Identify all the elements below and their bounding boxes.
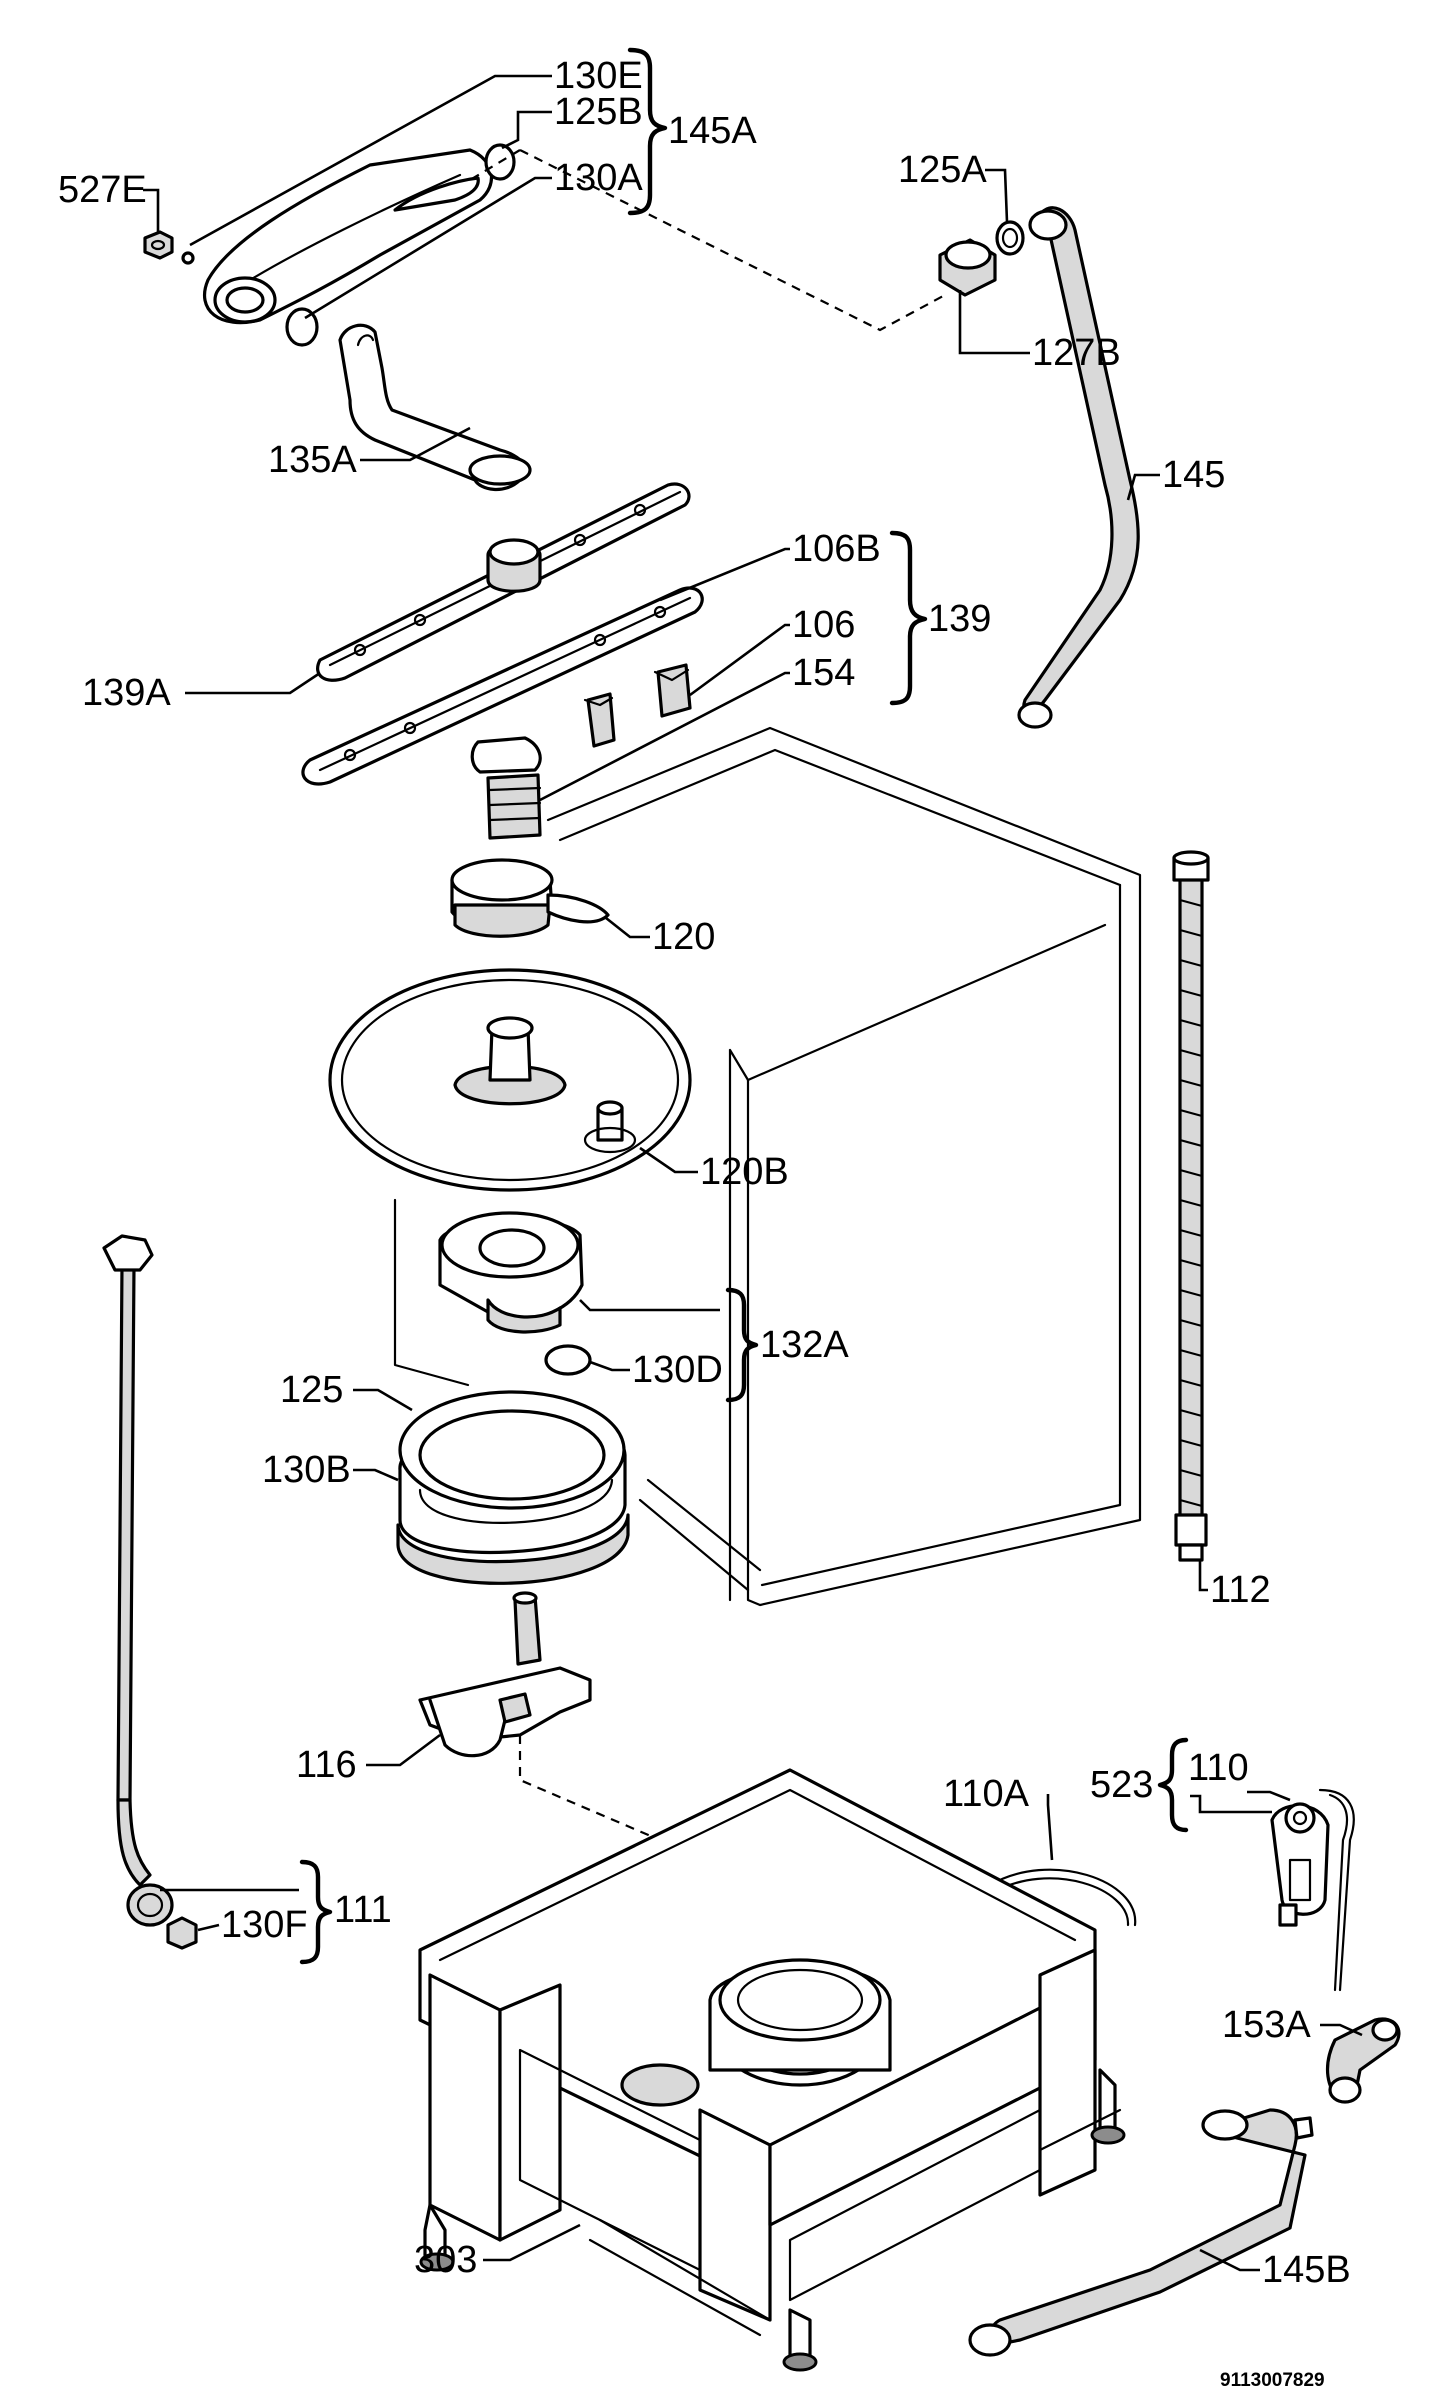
hose-112 bbox=[1172, 850, 1210, 1562]
label-120B: 120B bbox=[700, 1151, 789, 1193]
ring-130D bbox=[544, 1344, 592, 1376]
label-110A: 110A bbox=[943, 1773, 1030, 1815]
hub-154 bbox=[470, 736, 542, 840]
filter-plate-120B bbox=[328, 968, 692, 1192]
label-111: 111 bbox=[334, 1889, 392, 1931]
connector-dash-1 bbox=[469, 149, 521, 181]
upper-spray-arm-145A bbox=[181, 143, 516, 347]
label-303: 303 bbox=[414, 2239, 477, 2281]
nut-120 bbox=[450, 858, 610, 938]
label-125A: 125A bbox=[898, 149, 987, 191]
drain-pipe-145B bbox=[968, 2108, 1314, 2357]
sensor-110 bbox=[1270, 1788, 1355, 1992]
brace-139 bbox=[889, 530, 928, 706]
nut-130F bbox=[166, 1916, 198, 1950]
label-110: 110 bbox=[1188, 1747, 1249, 1789]
sump-132A bbox=[438, 1211, 584, 1334]
label-127B: 127B bbox=[1032, 332, 1121, 374]
label-139: 139 bbox=[928, 598, 991, 640]
label-120: 120 bbox=[652, 916, 715, 958]
label-139A: 139A bbox=[82, 672, 171, 714]
label-527E: 527E bbox=[58, 169, 147, 211]
label-132A: 132A bbox=[760, 1324, 849, 1366]
leader-lines bbox=[143, 74, 1363, 2272]
label-145: 145 bbox=[1162, 454, 1225, 496]
pipe-135A bbox=[338, 323, 532, 491]
label-153A: 153A bbox=[1222, 2004, 1311, 2046]
label-154: 154 bbox=[792, 652, 855, 694]
label-125B: 125B bbox=[554, 91, 643, 133]
clip-106B bbox=[583, 692, 616, 748]
base-frame-303 bbox=[418, 1768, 1126, 2372]
label-130D: 130D bbox=[632, 1349, 723, 1391]
label-130A: 130A bbox=[554, 157, 643, 199]
label-106B: 106B bbox=[792, 528, 881, 570]
part-labels: 130E 125B 145A 130A 527E 125A 127B 135A … bbox=[58, 55, 1351, 2391]
elbow-153A bbox=[1325, 2017, 1401, 2104]
label-112: 112 bbox=[1210, 1569, 1271, 1611]
label-523: 523 bbox=[1090, 1764, 1153, 1806]
label-135A: 135A bbox=[268, 439, 357, 481]
brace-523 bbox=[1157, 1737, 1189, 1833]
label-106: 106 bbox=[792, 604, 855, 646]
drawing-id: 9113007829 bbox=[1220, 2370, 1325, 2391]
brace-145A bbox=[627, 47, 668, 216]
fitting-127B bbox=[938, 238, 997, 297]
nut-527E bbox=[143, 230, 174, 260]
braces bbox=[299, 47, 1189, 1965]
spray-arm-139A bbox=[301, 482, 704, 786]
gasket-130B bbox=[396, 1513, 630, 1585]
label-145A: 145A bbox=[668, 110, 757, 152]
o-ring-125A bbox=[995, 220, 1025, 256]
label-125: 125 bbox=[280, 1369, 343, 1411]
tube-145 bbox=[1017, 206, 1140, 729]
label-130F: 130F bbox=[221, 1904, 308, 1946]
label-116: 116 bbox=[296, 1744, 357, 1786]
tube-110A bbox=[988, 1868, 1137, 1927]
label-130B: 130B bbox=[262, 1449, 351, 1491]
label-145B: 145B bbox=[1262, 2249, 1351, 2291]
brace-111 bbox=[299, 1859, 333, 1965]
clip-106 bbox=[653, 663, 692, 718]
hose-111 bbox=[102, 1234, 174, 1927]
seal-ring-125 bbox=[398, 1390, 627, 1554]
pump-housing-116 bbox=[418, 1591, 592, 1758]
tank-outline bbox=[393, 726, 1142, 1607]
brace-132A bbox=[725, 1287, 759, 1403]
label-130E: 130E bbox=[554, 55, 643, 97]
